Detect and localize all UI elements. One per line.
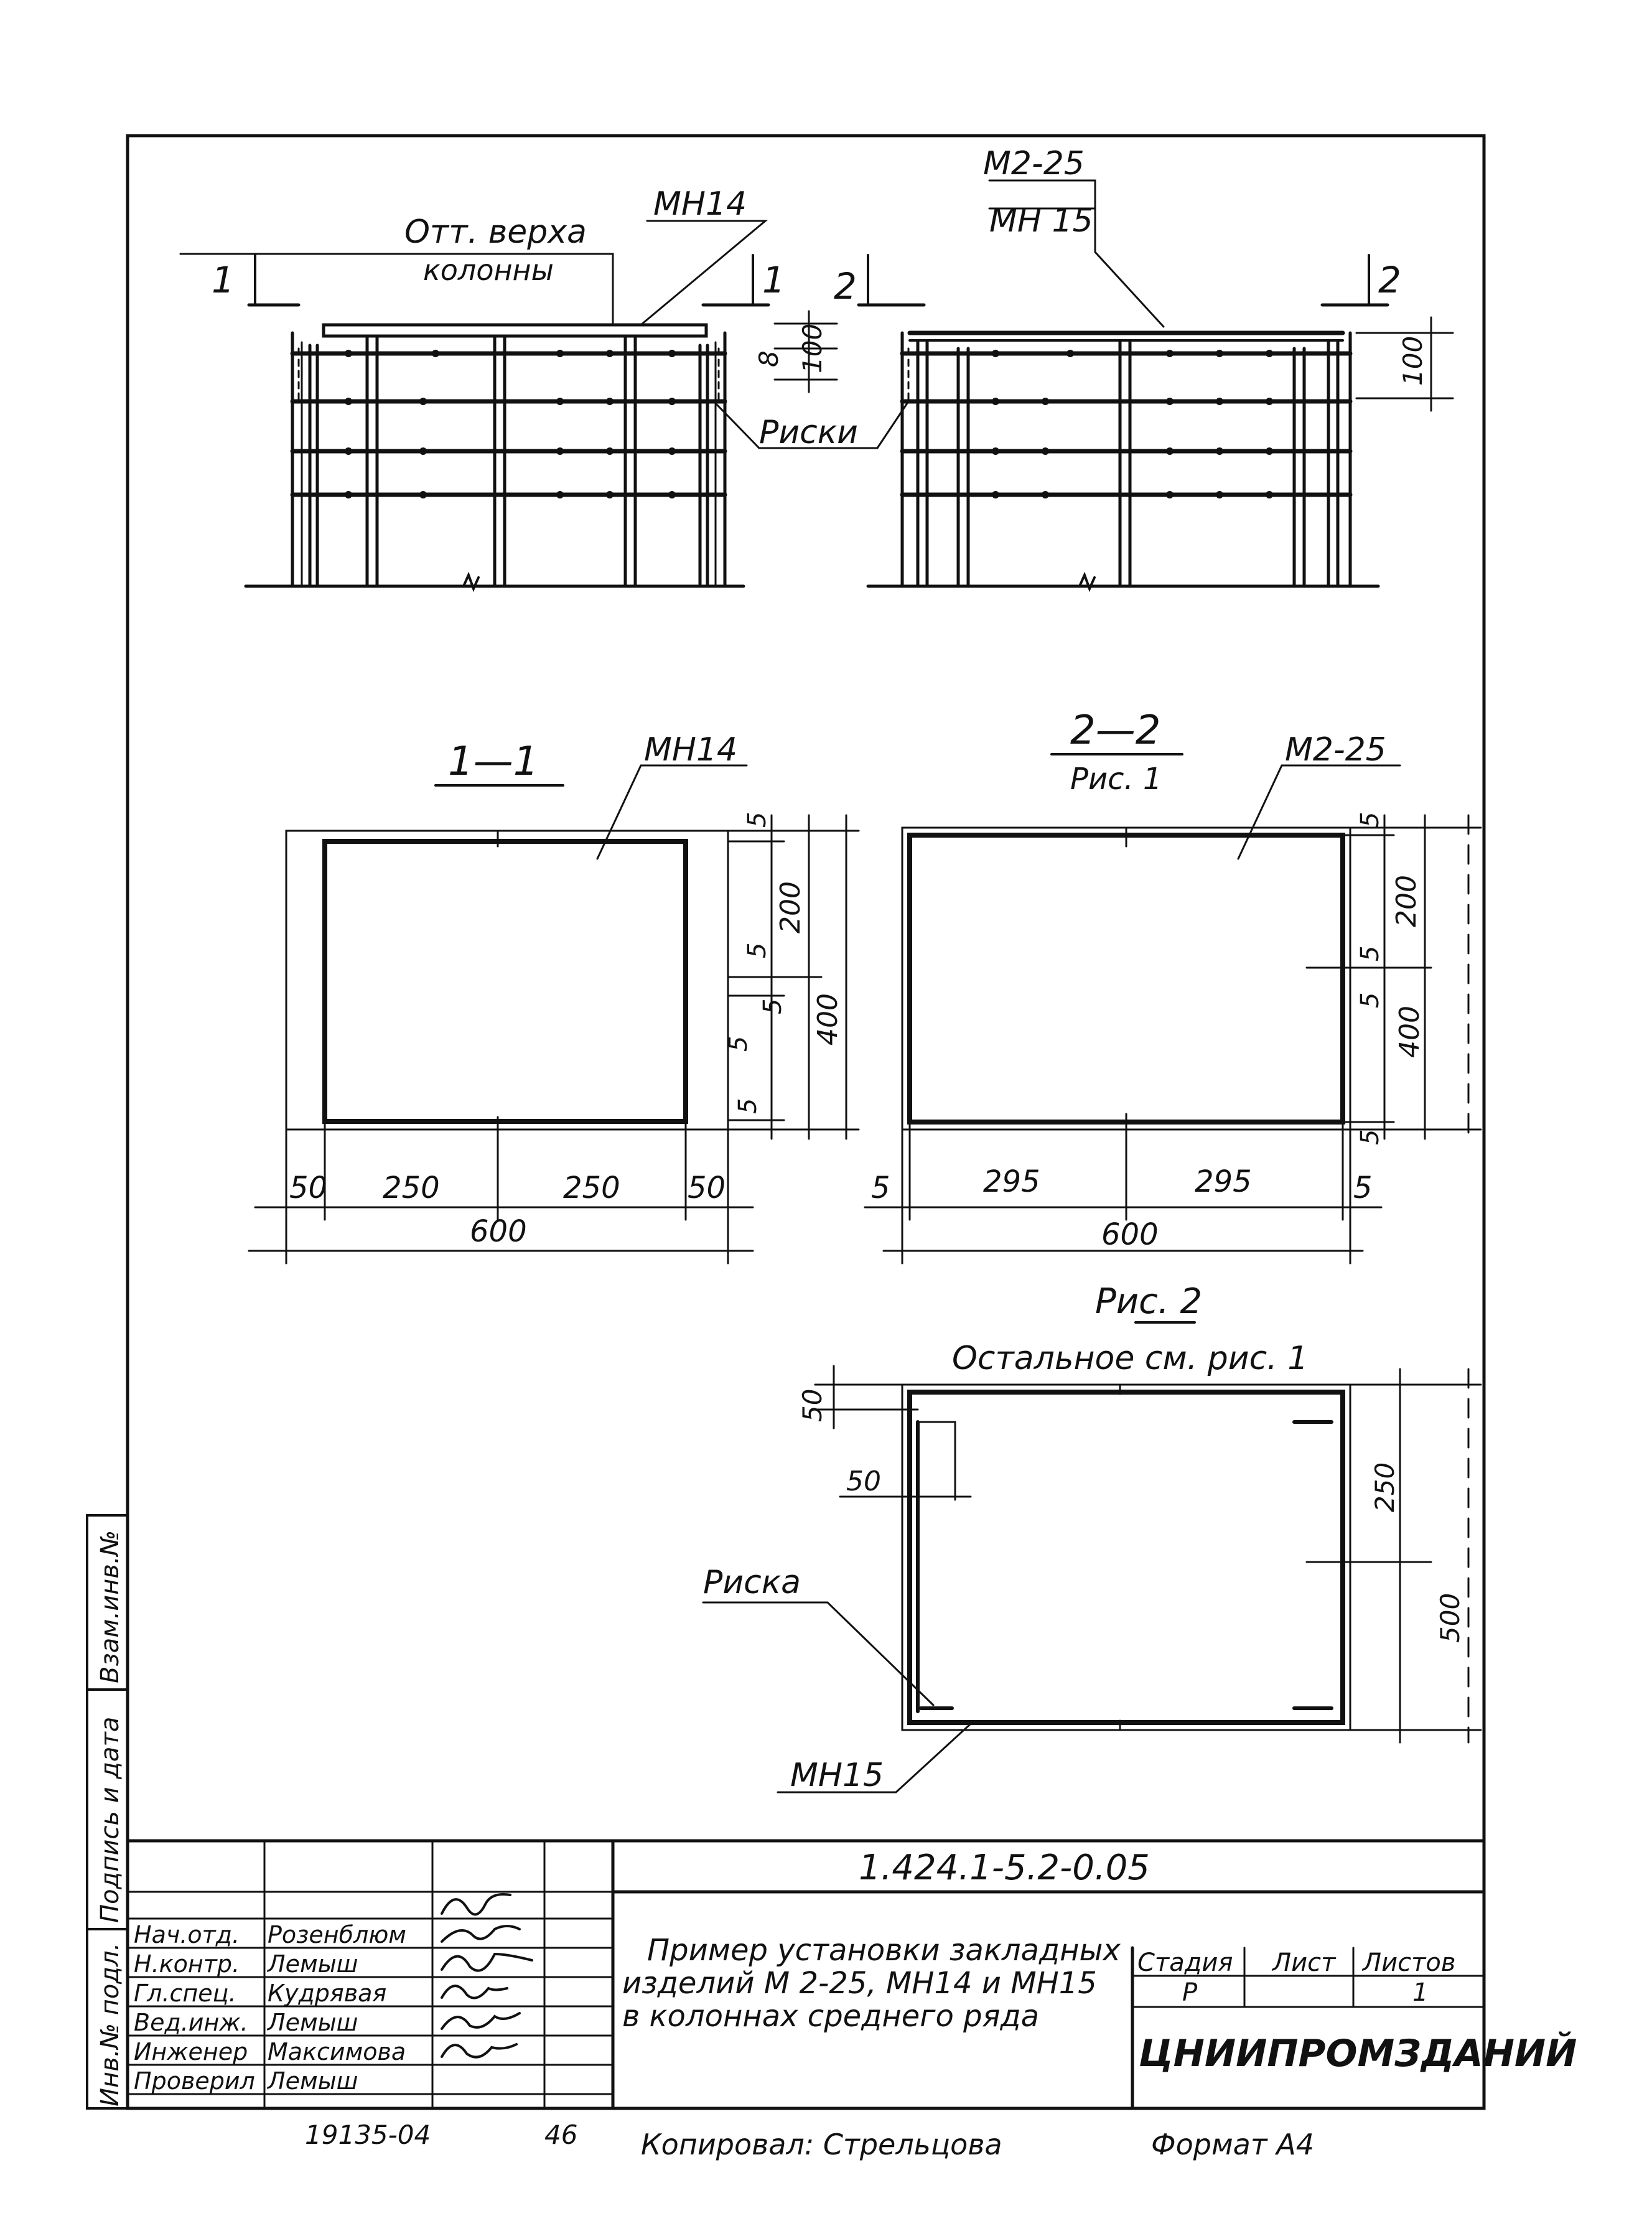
- footer-page: 46: [544, 2120, 577, 2150]
- s22-dim-bottom-1: 5: [871, 1171, 890, 1205]
- side-stamp-inv: Инв.№ подл.: [96, 1943, 124, 2107]
- s11-total: 600: [470, 1214, 527, 1249]
- s11-dim-bottom-2: 250: [383, 1171, 440, 1205]
- s22-dim-bottom-4: 5: [1353, 1171, 1373, 1205]
- right-elevation-rivets: [992, 350, 1273, 498]
- name-2: Лемыш: [266, 1950, 358, 1978]
- side-stamp-sign: Подпись и дата: [96, 1717, 124, 1923]
- elev-left-part: МН14: [653, 185, 747, 223]
- fig2-dim-50-top: 50: [797, 1389, 828, 1422]
- s11-dim-right-2: 200: [775, 881, 806, 933]
- left-elevation-rivets: [345, 350, 676, 498]
- stage-value: Р: [1182, 1978, 1198, 2007]
- section-2-2-drawing: [864, 753, 1482, 1265]
- s11-dim-right-5: 5: [724, 1036, 753, 1052]
- elev-left-label-bottom: колонны: [423, 253, 554, 287]
- right-elevation: [857, 179, 1454, 592]
- elev-left-label-top: Отт. верха: [404, 213, 587, 251]
- s22-dim-right-2: 200: [1391, 875, 1422, 927]
- s22-dim-bottom-2: 295: [983, 1164, 1040, 1199]
- title-line-2: изделий М 2-25, МН14 и МН15: [622, 1966, 1097, 2001]
- role-6: Проверил: [134, 2067, 255, 2095]
- elev-right-part-bottom: МН 15: [989, 202, 1093, 240]
- s11-dim-right-3: 5: [743, 943, 772, 958]
- title-block-grid: [86, 1514, 1486, 2110]
- s11-dim-right-1: 5: [743, 812, 772, 828]
- organization: ЦНИИПРОМЗДАНИЙ: [1139, 2031, 1577, 2075]
- elev-right-cut-left: 2: [834, 265, 857, 307]
- s11-dim-bottom-4: 50: [688, 1171, 726, 1205]
- role-3: Гл.спец.: [134, 1980, 236, 2007]
- fig2-dim-50-mid: 50: [846, 1466, 881, 1497]
- sheets-header: Листов: [1361, 1948, 1455, 1977]
- s22-dim-right-3: 5: [1356, 946, 1384, 961]
- role-5: Инженер: [134, 2038, 248, 2065]
- section-1-1-title: 1—1: [448, 739, 538, 785]
- elev-right-dim-100: 100: [1398, 336, 1428, 386]
- s11-dim-right-4: 5: [758, 999, 787, 1014]
- sheets-value: 1: [1412, 1978, 1428, 2007]
- role-4: Вед.инж.: [134, 2009, 248, 2036]
- s11-dim-right-6: 5: [734, 1098, 762, 1114]
- doc-number: 1.424.1-5.2-0.05: [859, 1848, 1150, 1888]
- footer-copied: Копировал: Стрельцова: [641, 2128, 1002, 2161]
- fig2-dim-500: 500: [1435, 1593, 1465, 1643]
- s11-dim-bottom-3: 250: [563, 1171, 620, 1205]
- s22-total: 600: [1101, 1217, 1159, 1252]
- footer-format: Формат А4: [1151, 2128, 1314, 2161]
- elev-right-part-top: М2-25: [983, 145, 1085, 182]
- elev-left-marks-label: Риски: [759, 414, 858, 451]
- fig2-subtitle: Остальное см. рис. 1: [952, 1340, 1308, 1377]
- sheet-header: Лист: [1271, 1948, 1337, 1977]
- fig2-drawing: [702, 1321, 1482, 1793]
- name-1: Розенблюм: [268, 1921, 406, 1948]
- signatures: [441, 1893, 533, 2059]
- title-line-1: Пример установки закладных: [647, 1933, 1121, 1968]
- s22-dim-bottom-3: 295: [1195, 1164, 1252, 1199]
- s22-dim-right-1: 5: [1356, 812, 1384, 828]
- elev-right-cut-right: 2: [1378, 259, 1401, 301]
- section-2-2-part: М2-25: [1285, 731, 1386, 769]
- role-2: Н.контр.: [134, 1950, 240, 1978]
- section-2-2-title: 2—2: [1070, 708, 1160, 754]
- elev-left-cut-left: 1: [212, 259, 235, 301]
- section-2-2-subtitle: Рис. 1: [1070, 762, 1162, 797]
- s22-dim-right-6: 5: [1356, 1129, 1384, 1145]
- section-1-1-part: МН14: [644, 731, 737, 769]
- name-3: Кудрявая: [268, 1980, 386, 2007]
- title-line-3: в колоннах среднего ряда: [622, 1999, 1039, 2034]
- fig2-mark-label: Риска: [703, 1564, 801, 1601]
- s11-dim-bottom-1: 50: [289, 1171, 327, 1205]
- side-stamp-replace: Взам.инв.№: [96, 1530, 124, 1683]
- s22-dim-right-4: 5: [1356, 993, 1384, 1008]
- role-1: Нач.отд.: [134, 1921, 240, 1948]
- section-1-1-drawing: [248, 764, 860, 1265]
- elev-left-cut-right: 1: [762, 259, 785, 301]
- name-6: Лемыш: [266, 2067, 358, 2095]
- stage-header: Стадия: [1137, 1948, 1233, 1977]
- s22-dim-right-5: 400: [1394, 1006, 1426, 1058]
- fig2-part: МН15: [790, 1757, 884, 1794]
- fig2-dim-250: 250: [1370, 1462, 1400, 1512]
- name-4: Лемыш: [266, 2009, 358, 2036]
- elev-left-dim-8: 8: [754, 350, 784, 367]
- s11-dim-right-7: 400: [812, 993, 844, 1045]
- footer-code: 19135-04: [305, 2120, 431, 2150]
- elev-left-dim-100: 100: [797, 324, 828, 373]
- drawing-frame: [126, 134, 1486, 2110]
- fig2-title: Рис. 2: [1095, 1281, 1202, 1322]
- name-5: Максимова: [268, 2038, 406, 2065]
- left-elevation: [179, 220, 879, 592]
